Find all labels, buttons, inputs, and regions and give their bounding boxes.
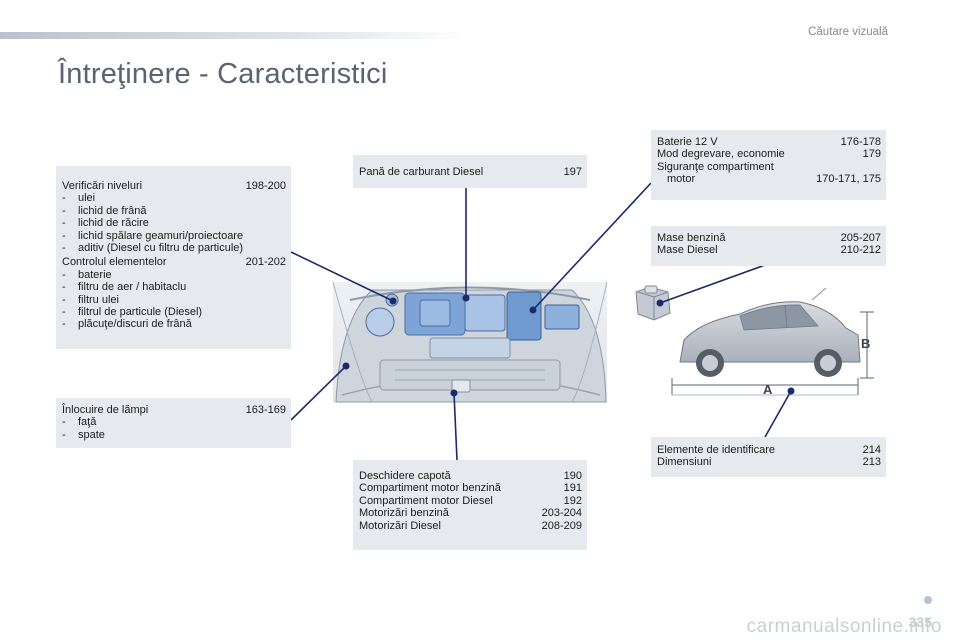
list-item: -filtru ulei (62, 293, 119, 306)
lamps-row[interactable]: Înlocuire de lămpi 163-169 (62, 404, 286, 416)
car-illustration (671, 287, 874, 396)
leader-lines (290, 182, 792, 461)
fuse-sub-label: motor (667, 173, 696, 186)
lamps-pages: 163-169 (245, 404, 286, 416)
fuel-pages: 197 (563, 166, 582, 178)
levels-box: Verificări niveluri 198-200 -ulei -lichi… (56, 166, 291, 349)
fuse-label: Siguranţe compartiment (657, 160, 774, 173)
list-item: -filtrul de particule (Diesel) (62, 306, 203, 319)
list-item: -lichid de frână (62, 204, 147, 217)
fuse-pages: 170-171, 175 (816, 173, 881, 186)
list-item: -plăcuţe/discuri de frână (62, 318, 192, 331)
fuse-row[interactable]: motor 170-171, 175 (657, 173, 881, 185)
list-item: -lichid de răcire (62, 217, 149, 230)
levels-row[interactable]: Verificări niveluri 198-200 (62, 180, 286, 192)
dimension-a-label: A (763, 382, 773, 397)
list-item: -baterie (62, 268, 112, 281)
page-number: 335 (908, 614, 932, 630)
list-item: -lichid spălare geamuri/proiectoare (62, 229, 244, 242)
lamps-box: Înlocuire de lămpi 163-169 -faţă -spate (56, 398, 291, 448)
dimension-b-label: B (861, 336, 871, 351)
leader-dots (342, 294, 795, 397)
list-item: -faţă (62, 416, 97, 429)
page-title: Întreţinere - Caracteristici (58, 58, 388, 90)
watermark: carmanualsonline.info (746, 616, 942, 637)
levels-label: Verificări niveluri (62, 180, 143, 192)
fuel-box: Pană de carburant Diesel 197 (353, 155, 587, 188)
fuel-row[interactable]: Pană de carburant Diesel 197 (359, 166, 582, 178)
list-item: -aditiv (Diesel cu filtru de particule) (62, 242, 244, 255)
section-label: Căutare vizuală (808, 26, 888, 38)
list-item: -ulei (62, 192, 96, 205)
lamps-label: Înlocuire de lămpi (62, 404, 149, 416)
list-item: -spate (62, 428, 105, 441)
engine-bay-illustration (332, 281, 608, 403)
controls-pages: 201-202 (245, 256, 286, 269)
list-item: -filtru de aer / habitaclu (62, 281, 187, 294)
page-dot-icon (924, 596, 932, 604)
fuel-label: Pană de carburant Diesel (359, 166, 484, 178)
controls-row[interactable]: Controlul elementelor 201-202 (62, 256, 286, 268)
levels-pages: 198-200 (245, 180, 286, 192)
header-bar (0, 32, 470, 39)
controls-label: Controlul elementelor (62, 256, 167, 269)
fuse-box-illustration (635, 285, 671, 321)
